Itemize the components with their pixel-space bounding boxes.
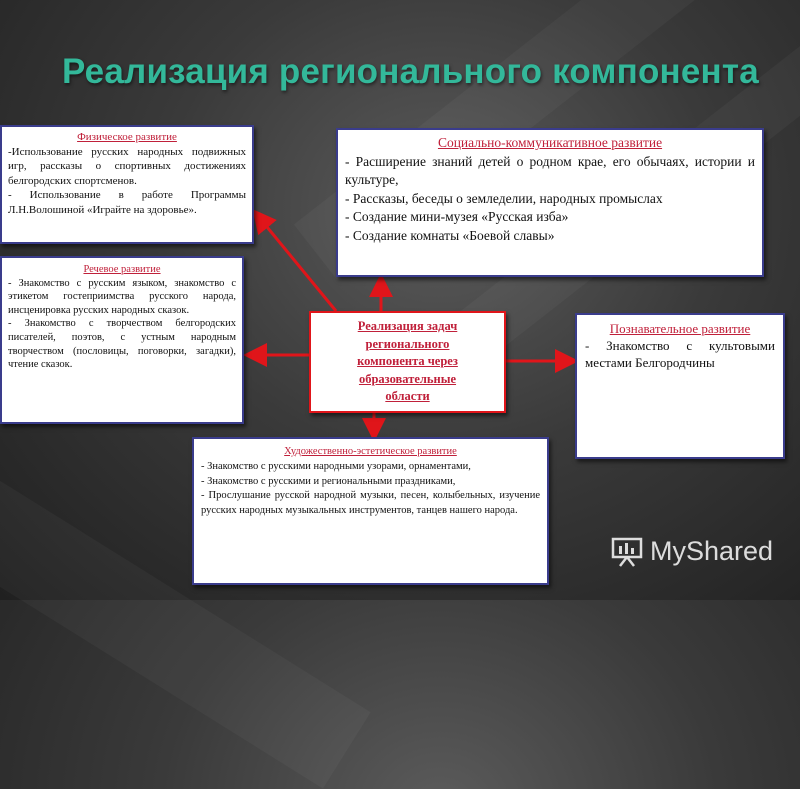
- speech-heading: Речевое развитие: [83, 264, 161, 275]
- watermark-text: MyShared: [650, 536, 774, 566]
- artistic-development-box: Художественно-эстетическое развитие - Зн…: [192, 437, 549, 585]
- center-line-5: области: [385, 389, 430, 403]
- connector-arrows: [243, 209, 579, 442]
- center-line-4: образовательные: [358, 371, 457, 386]
- center-line-1: Реализация задач: [357, 319, 458, 333]
- artistic-line-1: - Знакомство с русскими народными узорам…: [201, 460, 471, 472]
- watermark-logo: MyShared: [610, 536, 773, 567]
- arrow-to-physical: [252, 209, 338, 312]
- social-line-4: - Создание комнаты «Боевой славы»: [345, 227, 555, 243]
- cognitive-heading: Познавательное развитие: [609, 321, 751, 336]
- speech-development-box: Речевое развитие - Знакомство с русским …: [0, 256, 244, 424]
- social-heading: Социально-коммуникативное развитие: [437, 135, 663, 150]
- presentation-icon: [611, 537, 643, 567]
- social-line-1: - Расширение знаний детей о родном крае,…: [345, 153, 755, 188]
- speech-line-1: - Знакомство с русским языком, знакомств…: [8, 277, 236, 316]
- center-line-3: компонента через: [357, 354, 458, 368]
- cognitive-development-box: Познавательное развитие - Знакомство с к…: [575, 313, 785, 459]
- speech-line-2: - Знакомство с творчеством белгородских …: [8, 318, 236, 371]
- center-box: Реализация задач регионального компонент…: [309, 311, 506, 413]
- physical-line-1: -Использование русских народных подвижны…: [8, 145, 246, 187]
- physical-development-box: Физическое развитие -Использование русск…: [0, 125, 254, 244]
- physical-line-2: - Использование в работе Программы Л.Н.В…: [8, 189, 246, 216]
- social-development-box: Социально-коммуникативное развитие - Рас…: [336, 128, 764, 277]
- physical-heading: Физическое развитие: [77, 131, 177, 143]
- artistic-heading: Художественно-эстетическое развитие: [284, 446, 457, 457]
- cognitive-line-1: - Знакомство с культовыми местами Белгор…: [585, 338, 775, 370]
- artistic-line-3: - Прослушание русской народной музыки, п…: [201, 490, 540, 517]
- page-title: Реализация регионального компонента: [62, 52, 759, 91]
- social-line-3: - Создание мини-музея «Русская изба»: [345, 209, 569, 224]
- center-line-2: регионального: [365, 336, 450, 351]
- artistic-line-2: - Знакомство с русскими и региональными …: [201, 475, 456, 487]
- social-line-2: - Рассказы, беседы о земледелии, народны…: [345, 190, 663, 206]
